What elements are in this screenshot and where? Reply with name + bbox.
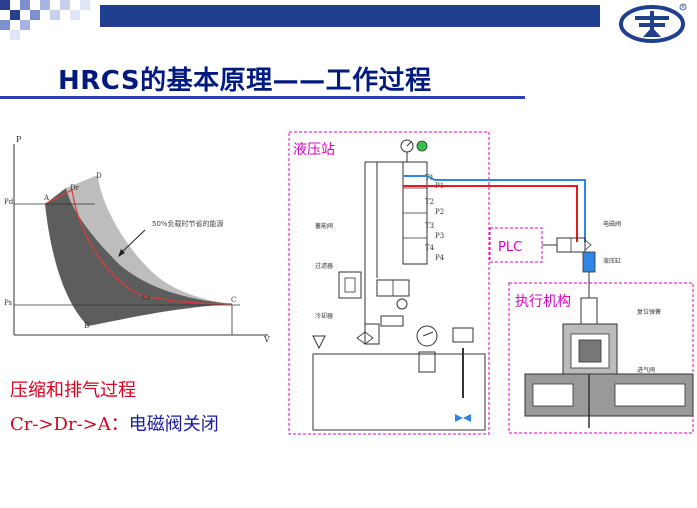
header-checker-pattern [0,0,90,40]
point-a-label: A [43,194,50,202]
hydraulic-schematic: 液压站 PLC 执行机构 T1 P1 T2 P2 T3 P3 T4 P4 过滤器… [288,131,694,435]
solenoid-label: 电磁阀 [603,220,621,228]
actuator-label: 执行机构 [515,294,571,310]
port-p3: P3 [435,232,444,240]
inlet-valve-label: 进气阀 [637,366,655,374]
svg-text:R: R [682,5,685,10]
point-d-label: D [96,172,102,180]
unloader-label: 复位弹簧 [637,308,661,316]
caption-valve-closed: 电磁阀关闭 [128,414,219,435]
filter-label: 过滤器 [315,262,333,270]
point-dr-label: Dr [70,184,80,192]
pv-diagram: P V Pd Ps A Dr D B Cr C 50%负载时节省的能源 [4,135,270,344]
company-logo-icon: R [619,3,687,43]
point-c-label: C [231,296,236,304]
caption-valve-state: Cr->Dr->A：电磁阀关闭 [10,410,219,436]
plc-label: PLC [498,240,522,255]
caption-process: 压缩和排气过程 [10,380,136,401]
page-title: HRCS的基本原理——工作过程 [58,66,432,96]
port-t4: T4 [425,244,435,252]
hyd-cyl-label: 液压缸 [603,257,621,265]
point-cr-label: Cr [142,294,151,302]
energy-saving-annotation: 50%负载时节省的能源 [152,219,224,228]
port-t3: T3 [425,222,434,230]
caption-path: Cr->Dr->A： [10,414,129,435]
port-p4: P4 [435,254,445,262]
port-p2: P2 [435,208,444,216]
header-bar [100,5,600,27]
axis-v-label: V [263,335,270,344]
title-underline [0,96,525,99]
station-label: 液压站 [293,142,335,158]
point-b-label: B [84,322,89,330]
accumulator-label: 蓄能阀 [315,222,333,230]
pd-label: Pd [4,198,14,206]
cooler-label: 冷却器 [315,312,333,320]
ps-label: Ps [4,299,13,307]
port-t2: T2 [425,198,434,206]
axis-p-label: P [16,135,22,144]
